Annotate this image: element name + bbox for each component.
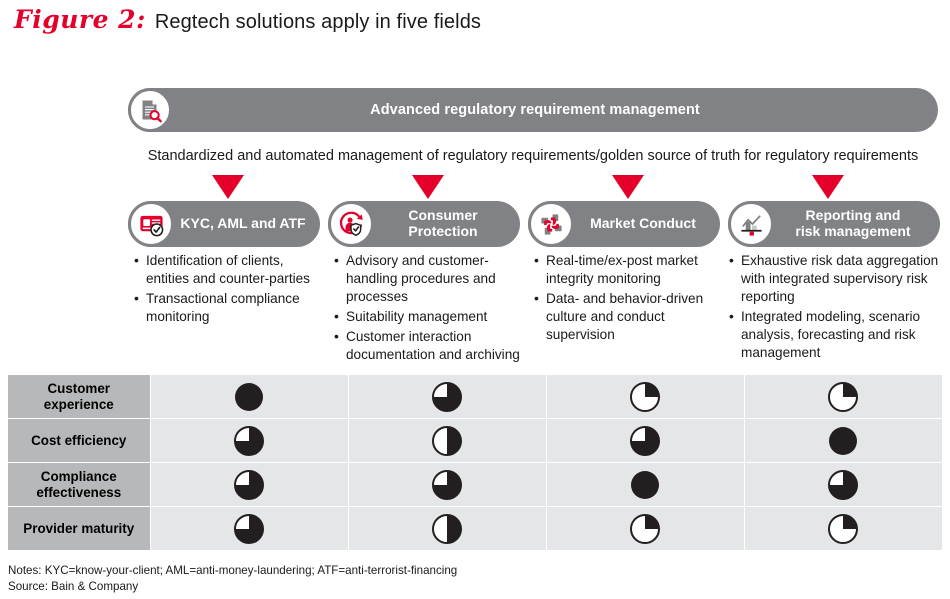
harvey-ball-icon xyxy=(431,469,463,500)
matrix-cell-2 xyxy=(347,418,546,463)
bullets-kyc: Identification of clients, entities and … xyxy=(134,251,320,328)
pill-consumer-protection[interactable]: Consumer Protection xyxy=(328,201,520,247)
figure-title-text: Regtech solutions apply in five fields xyxy=(154,11,482,33)
matrix-cell-4 xyxy=(743,462,942,507)
arrow-group xyxy=(128,175,940,201)
matrix-cell-3 xyxy=(545,375,744,419)
matrix-cell-1 xyxy=(149,506,348,550)
source-line: Source: Bain & Company xyxy=(8,580,139,594)
list-item: Real-time/ex-post market integrity monit… xyxy=(534,251,724,288)
matrix-cell-1 xyxy=(149,375,348,419)
down-arrow-icon-3 xyxy=(612,175,644,199)
pill-label-market: Market Conduct xyxy=(590,215,696,232)
list-item: Customer interaction documentation and a… xyxy=(334,327,532,364)
bullets-reporting: Exhaustive risk data aggregation with in… xyxy=(729,251,941,364)
matrix-cell-2 xyxy=(347,462,546,507)
table-row: Provider maturity xyxy=(8,506,942,550)
down-arrow-icon-1 xyxy=(212,175,244,199)
harvey-ball-icon xyxy=(827,469,859,500)
bar-chart-line-icon xyxy=(728,201,774,247)
harvey-ball-icon xyxy=(431,381,463,412)
pill-label-consumer: Consumer Protection xyxy=(408,207,478,239)
list-item: Identification of clients, entities and … xyxy=(134,251,320,288)
matrix-cell-3 xyxy=(545,418,744,463)
bullet-columns: Identification of clients, entities and … xyxy=(128,251,943,367)
harvey-ball-icon xyxy=(233,382,265,411)
figure-label: Figure 2: xyxy=(14,5,146,34)
banner-label: Advanced regulatory requirement manageme… xyxy=(370,102,700,118)
harvey-ball-icon xyxy=(629,425,661,456)
list-item: Integrated modeling, scenario analysis, … xyxy=(729,307,941,362)
footer-notes: Notes: KYC=know-your-client; AML=anti-mo… xyxy=(8,563,457,596)
harvey-ball-icon xyxy=(233,469,265,500)
pill-market-conduct[interactable]: Market Conduct xyxy=(528,201,720,247)
harvey-ball-icon xyxy=(431,513,463,544)
subtitle-text: Standardized and automated management of… xyxy=(147,148,919,164)
down-arrow-icon-4 xyxy=(812,175,844,199)
pill-label-kyc: KYC, AML and ATF xyxy=(180,215,306,232)
harvey-ball-icon xyxy=(827,381,859,412)
advanced-regulatory-banner: Advanced regulatory requirement manageme… xyxy=(128,88,938,132)
page-title: Figure 2: Regtech solutions apply in fiv… xyxy=(14,5,481,34)
list-item: Data- and behavior-driven culture and co… xyxy=(534,289,724,344)
category-pill-group: KYC, AML and ATF Consumer Protection xyxy=(128,201,940,247)
person-shield-icon xyxy=(328,201,374,247)
list-item: Suitability management xyxy=(334,307,532,326)
list-item: Exhaustive risk data aggregation with in… xyxy=(729,251,941,306)
harvey-ball-icon xyxy=(827,426,859,455)
document-search-icon xyxy=(128,88,172,132)
harvey-ball-icon xyxy=(431,425,463,456)
matrix-cell-4 xyxy=(743,506,942,550)
matrix-cell-1 xyxy=(149,418,348,463)
matrix-cell-2 xyxy=(347,506,546,550)
harvey-ball-icon xyxy=(629,381,661,412)
down-arrow-icon-2 xyxy=(412,175,444,199)
notes-line: Notes: KYC=know-your-client; AML=anti-mo… xyxy=(8,564,458,577)
harvey-ball-icon xyxy=(629,470,661,499)
matrix-cell-1 xyxy=(149,462,348,507)
matrix-cell-4 xyxy=(743,375,942,419)
matrix-cell-3 xyxy=(545,462,744,507)
row-label: Provider maturity xyxy=(8,506,150,550)
harvey-ball-icon xyxy=(827,513,859,544)
matrix-cell-2 xyxy=(347,375,546,419)
handshake-hands-icon xyxy=(528,201,574,247)
harvey-ball-icon xyxy=(233,425,265,456)
list-item: Advisory and customer-handling procedure… xyxy=(334,251,532,306)
table-row: Cost efficiency xyxy=(8,418,942,463)
harvey-ball-icon xyxy=(629,513,661,544)
id-card-check-icon xyxy=(128,201,174,247)
matrix-cell-3 xyxy=(545,506,744,550)
matrix-cell-4 xyxy=(743,418,942,463)
row-label: Cost efficiency xyxy=(8,418,150,463)
bullets-consumer: Advisory and customer-handling procedure… xyxy=(334,251,532,366)
pill-kyc-aml-atf[interactable]: KYC, AML and ATF xyxy=(128,201,320,247)
bullets-market: Real-time/ex-post market integrity monit… xyxy=(534,251,724,346)
harvey-ball-icon xyxy=(233,513,265,544)
list-item: Transactional compliance monitoring xyxy=(134,289,320,326)
